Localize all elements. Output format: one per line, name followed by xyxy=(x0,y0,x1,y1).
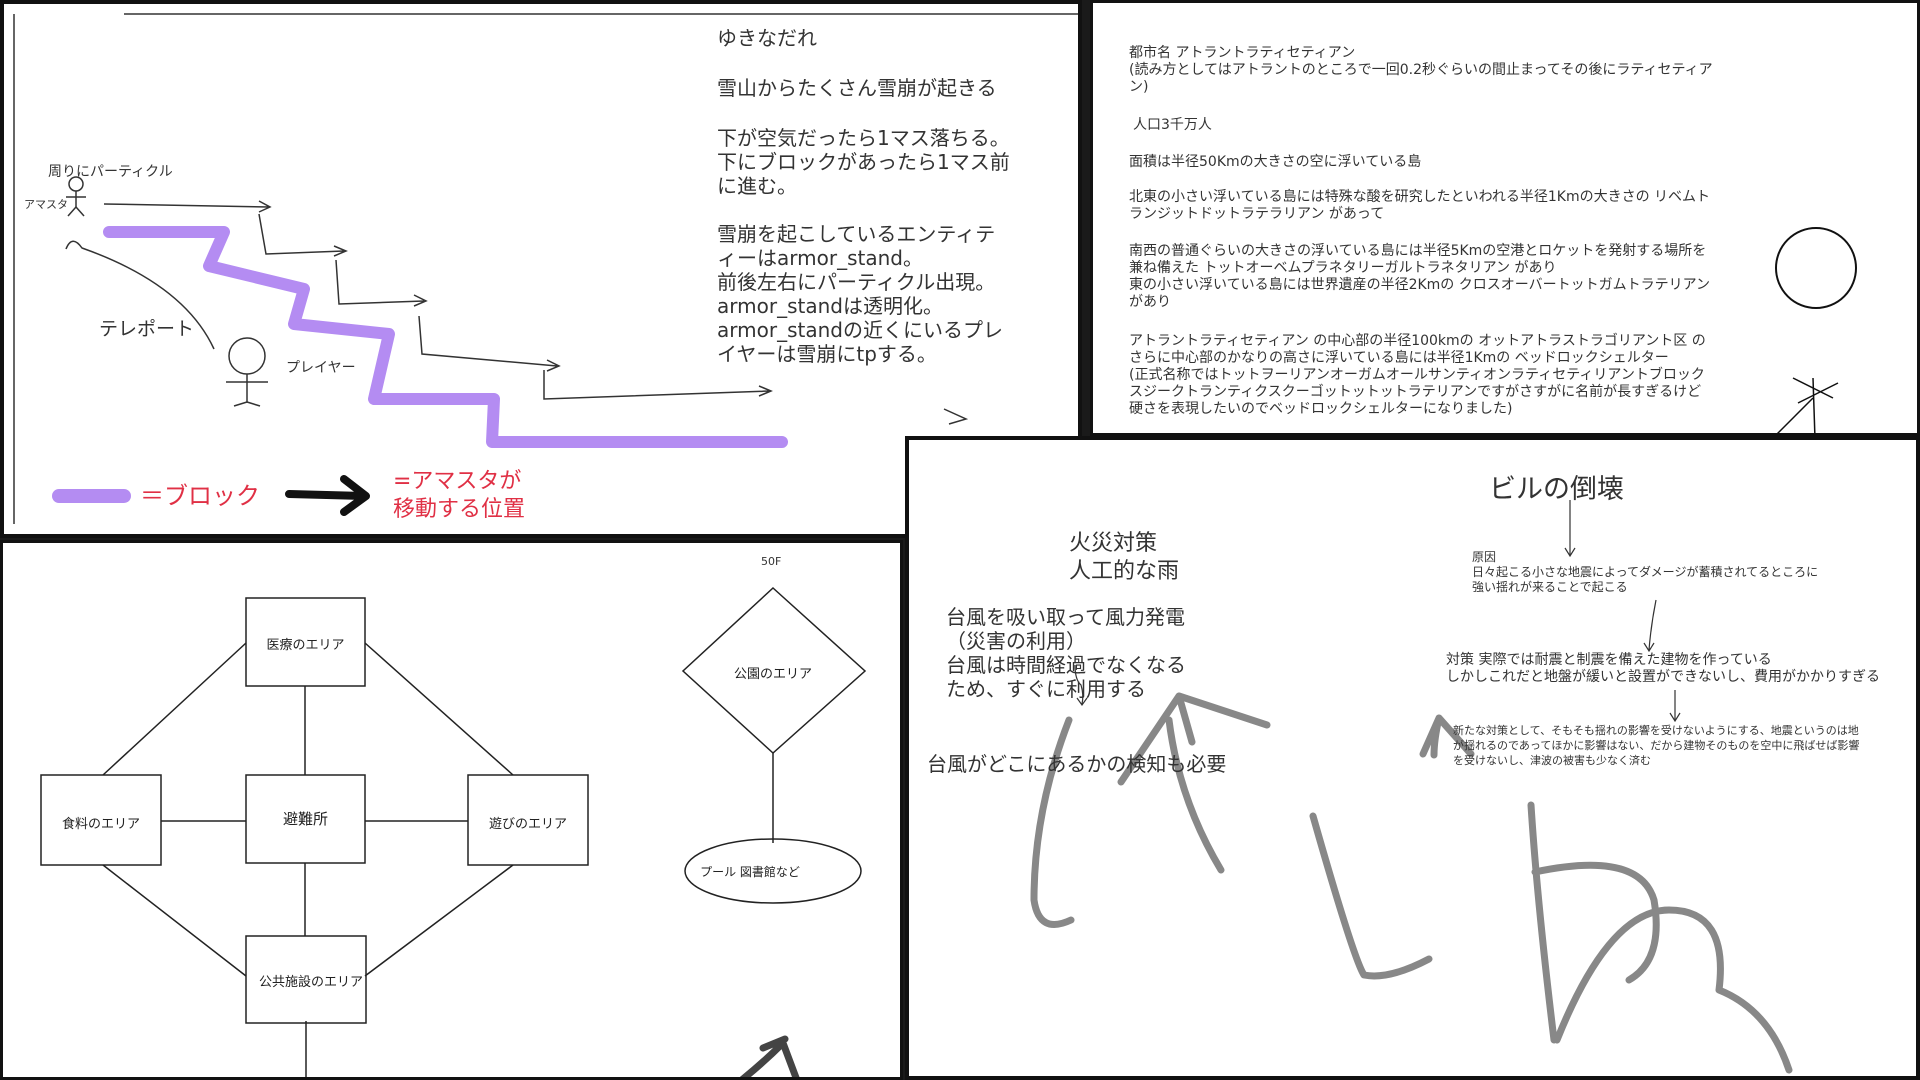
legend-arrow-label: =アマスタが 移動する位置 xyxy=(393,469,526,522)
teleport-arrow xyxy=(65,240,215,350)
block-path xyxy=(103,226,788,448)
play-area-label: 遊びのエリア xyxy=(488,817,567,832)
city-sketch xyxy=(1775,227,1857,433)
public-area-label: 公共施設のエリア xyxy=(258,975,363,990)
avalanche-line1: 雪山からたくさん雪崩が起きる xyxy=(717,76,997,100)
park-area-diamond xyxy=(681,586,867,755)
typhoon-detection-text: 台風がどこにあるかの検知も必要 xyxy=(927,752,1227,776)
amasuta-label: アマスタ xyxy=(24,198,68,211)
population-text: 人口3千万人 xyxy=(1133,117,1212,133)
floor-label: 50F xyxy=(761,555,782,568)
player-figure xyxy=(226,337,268,407)
avalanche-line3: 雪崩を起こしているエンティテ ィーはarmor_stand。 前後左右にパーティ… xyxy=(717,222,1003,366)
collapse-sketch xyxy=(1030,500,1793,1074)
collapse-title: ビルの倒壊 xyxy=(1489,474,1624,505)
windmill-sketch xyxy=(1776,377,1839,433)
particle-label: 周りにパーティクル xyxy=(48,164,173,180)
food-area-label: 食料のエリア xyxy=(61,817,140,832)
measure-text: 対策 実際では耐震と制震を備えた建物を作っている しかしこれだと地盤が緩いと設置… xyxy=(1446,652,1880,685)
shelter-diagram xyxy=(40,586,867,1077)
avalanche-panel: ゆきなだれ 雪山からたくさん雪崩が起きる 下が空気だったら1マス落ちる。 下にブ… xyxy=(0,0,1082,538)
food-area-box xyxy=(40,774,162,866)
typhoon-power-text: 台風を吸い取って風力発電 （災害の利用） 台風は時間経過でなくなる ため、すぐに… xyxy=(946,605,1186,701)
city-panel: 都市名 アトラントラティセティアン (読み方としてはアトラントのところで一回0.… xyxy=(1090,0,1920,436)
handwriting-iine xyxy=(1030,692,1793,1074)
legend-arrow-swatch xyxy=(285,475,370,516)
public-area-box xyxy=(245,935,367,1024)
circle-shape xyxy=(1775,227,1857,309)
avalanche-line2: 下が空気だったら1マス落ちる。 下にブロックがあったら1マス前 に進む。 xyxy=(717,126,1010,198)
northeast-island-text: 北東の小さい浮いている島には特殊な酸を研究したといわれる半径1Kmの大きさの リ… xyxy=(1129,189,1711,222)
building-collapse-panel: ビルの倒壊 火災対策 人工的な雨 台風を吸い取って風力発電 （災害の利用） 台風… xyxy=(905,436,1920,1080)
teleport-label: テレポート xyxy=(99,318,195,340)
southwest-island-text: 南西の普通ぐらいの大きさの浮いている島には半径5Kmの空港とロケットを発射する場… xyxy=(1129,243,1711,310)
player-label: プレイヤー xyxy=(286,360,356,376)
central-island-text: アトラントラティセティアン の中心部の半径100kmの オットアトラストラゴリア… xyxy=(1129,333,1706,417)
movement-arrows xyxy=(103,200,969,425)
play-area-box xyxy=(467,774,589,866)
shelter-diagram-panel: 50F 医療のエリア 避難所 食料のエリア 遊びのエリア 公共施設のエリア 公園… xyxy=(0,540,903,1080)
flow-arrows xyxy=(1074,500,1681,723)
medical-area-box xyxy=(245,597,366,687)
shelter-box xyxy=(245,774,366,864)
cause-text: 原因 日々起こる小さな地震によってダメージが蓄積されてるところに 強い揺れが来る… xyxy=(1472,550,1819,594)
legend-block-label: ＝ブロック xyxy=(140,482,260,510)
city-name-text: 都市名 アトラントラティセティアン (読み方としてはアトラントのところで一回0.… xyxy=(1129,45,1713,95)
avalanche-title: ゆきなだれ xyxy=(717,26,817,50)
shelter-label: 避難所 xyxy=(282,810,328,828)
fire-measures-text: 火災対策 人工的な雨 xyxy=(1069,531,1180,584)
avalanche-sketch xyxy=(13,13,1078,524)
new-measure-text: 新たな対策として、そもそも揺れの影響を受けないようにする、地震というのは地 が揺… xyxy=(1453,724,1860,767)
amasuta-figure xyxy=(66,176,86,217)
medical-area-label: 医療のエリア xyxy=(266,638,345,653)
pool-library-ellipse xyxy=(684,838,862,904)
pool-library-label: プール 図書館など xyxy=(700,865,800,879)
park-area-label: 公園のエリア xyxy=(733,667,812,682)
area-text: 面積は半径50Kmの大きさの空に浮いている島 xyxy=(1129,154,1422,170)
